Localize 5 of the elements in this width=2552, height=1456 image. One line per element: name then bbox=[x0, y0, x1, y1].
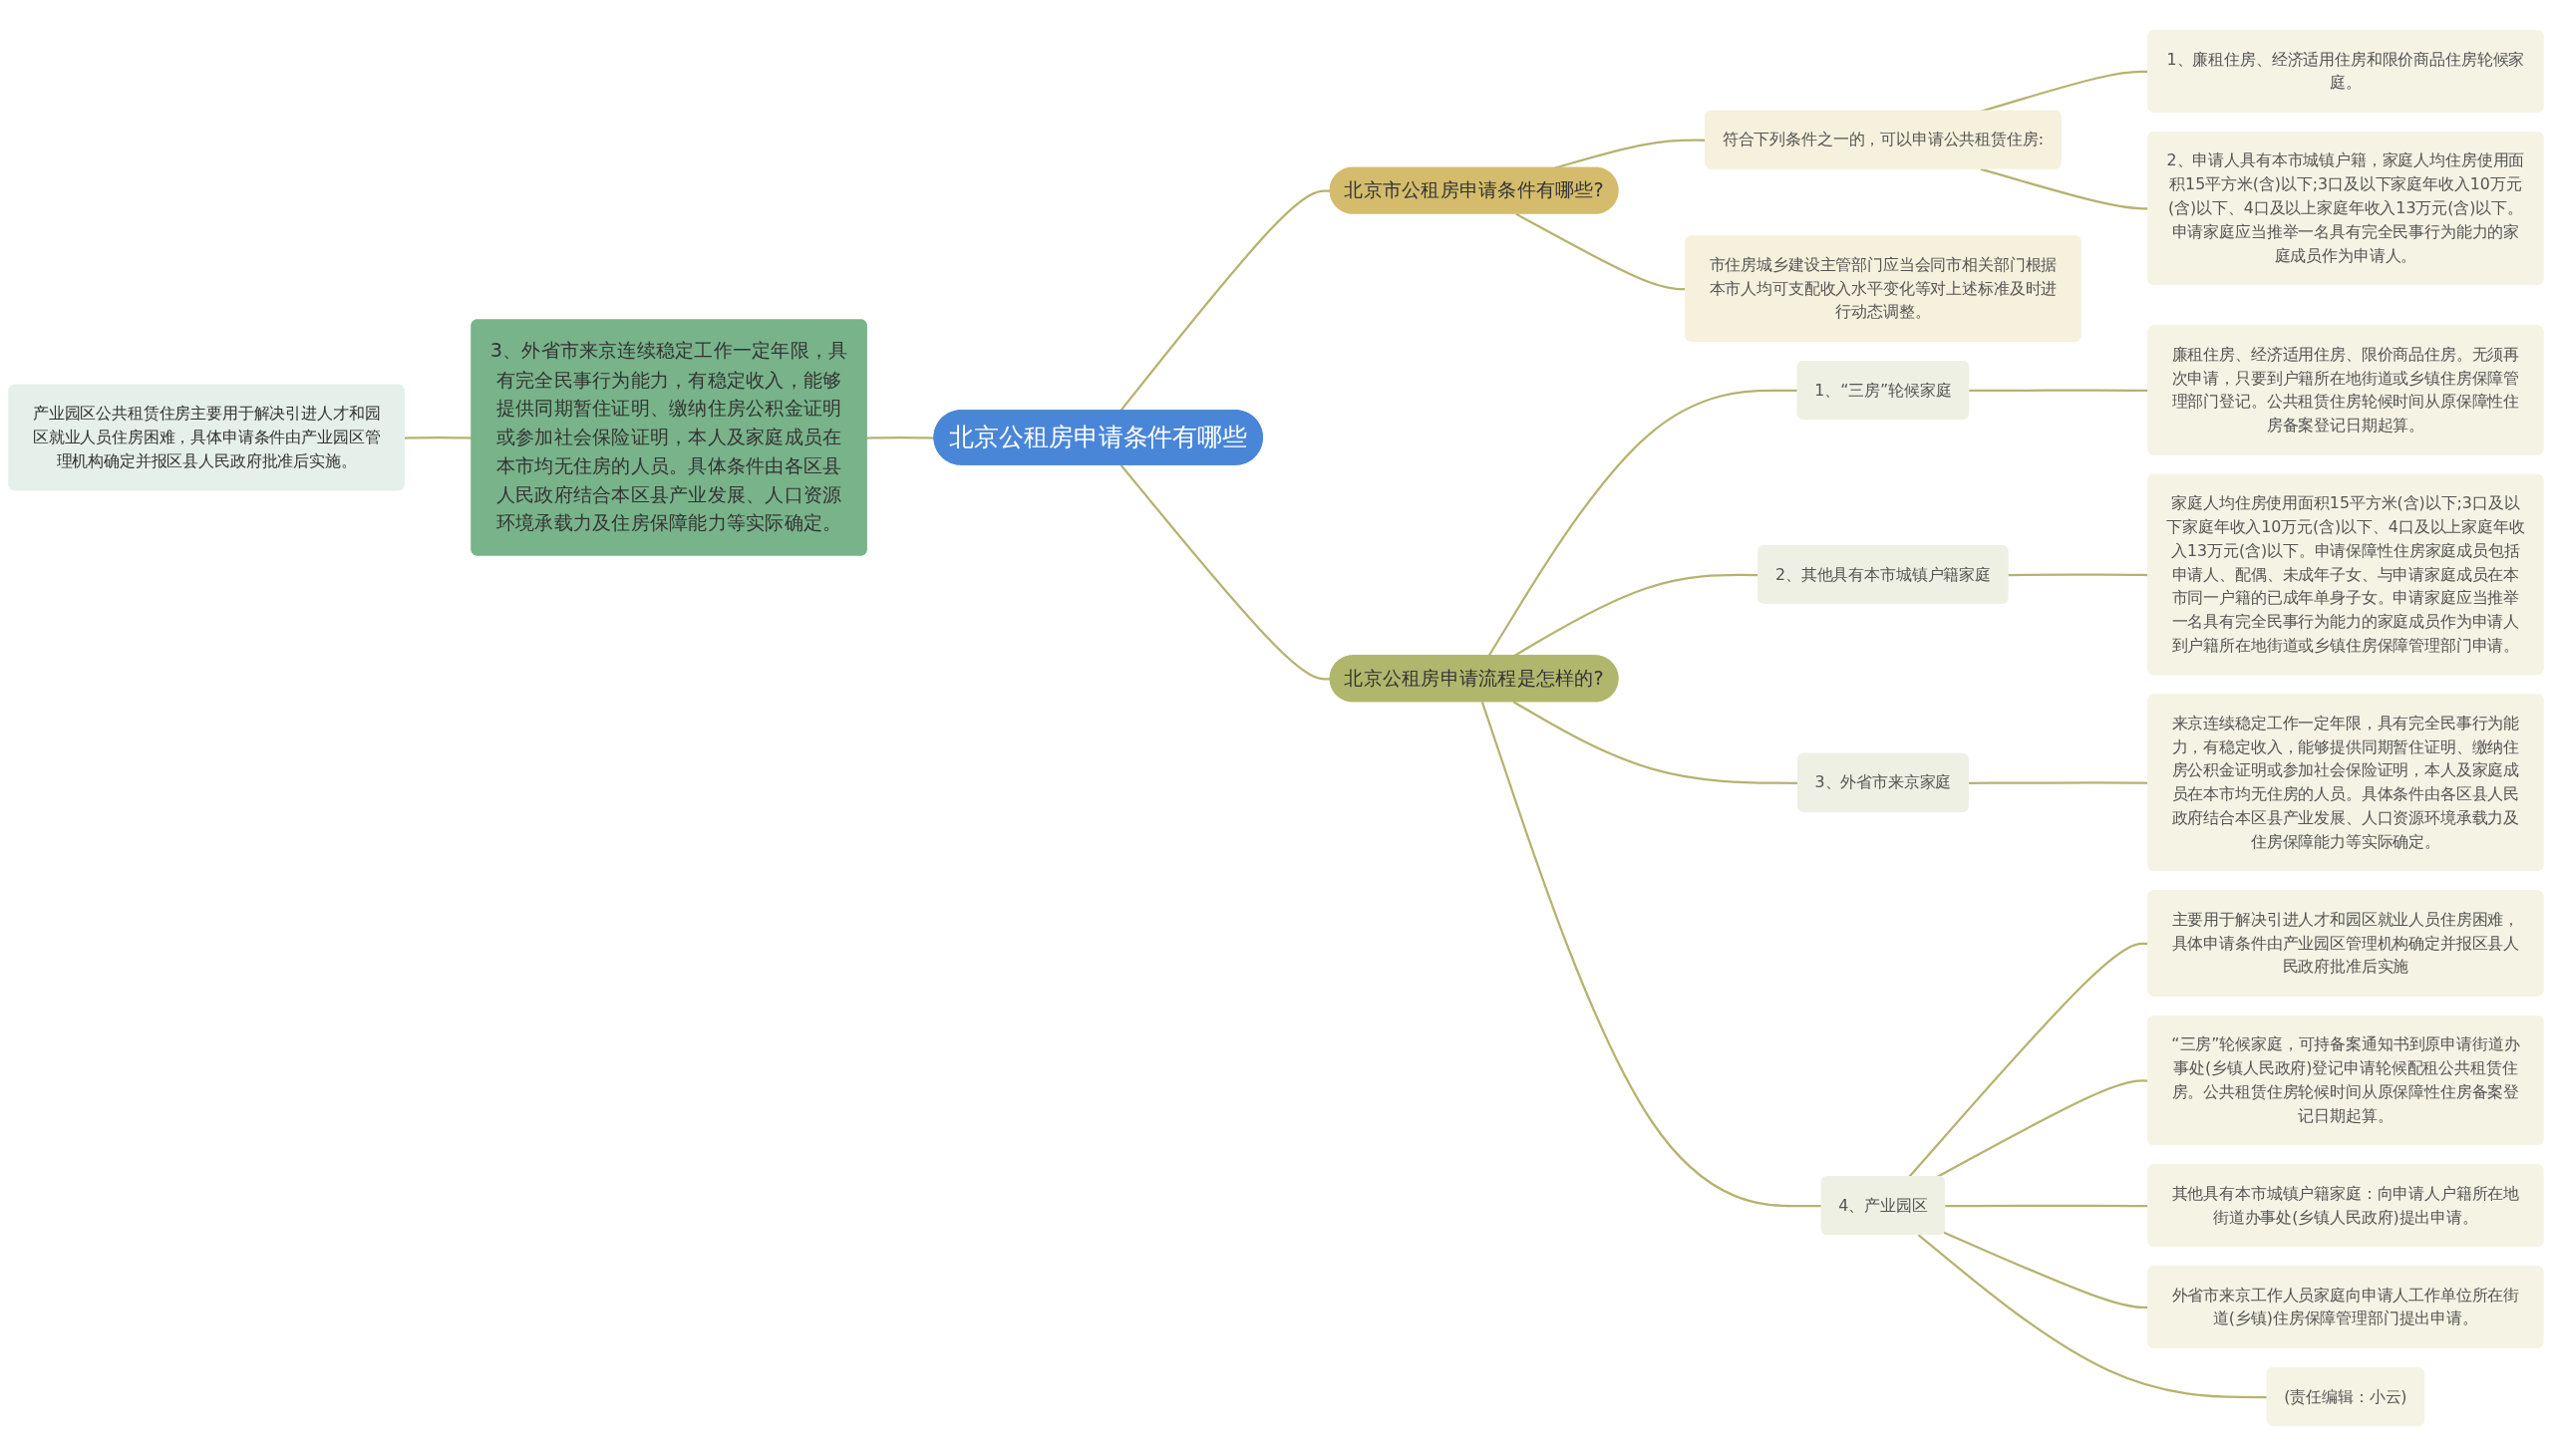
connector bbox=[404, 437, 473, 439]
connector bbox=[1119, 463, 1331, 681]
connector bbox=[1917, 1234, 2268, 1399]
connector bbox=[1480, 701, 1822, 1208]
connector bbox=[866, 437, 935, 439]
